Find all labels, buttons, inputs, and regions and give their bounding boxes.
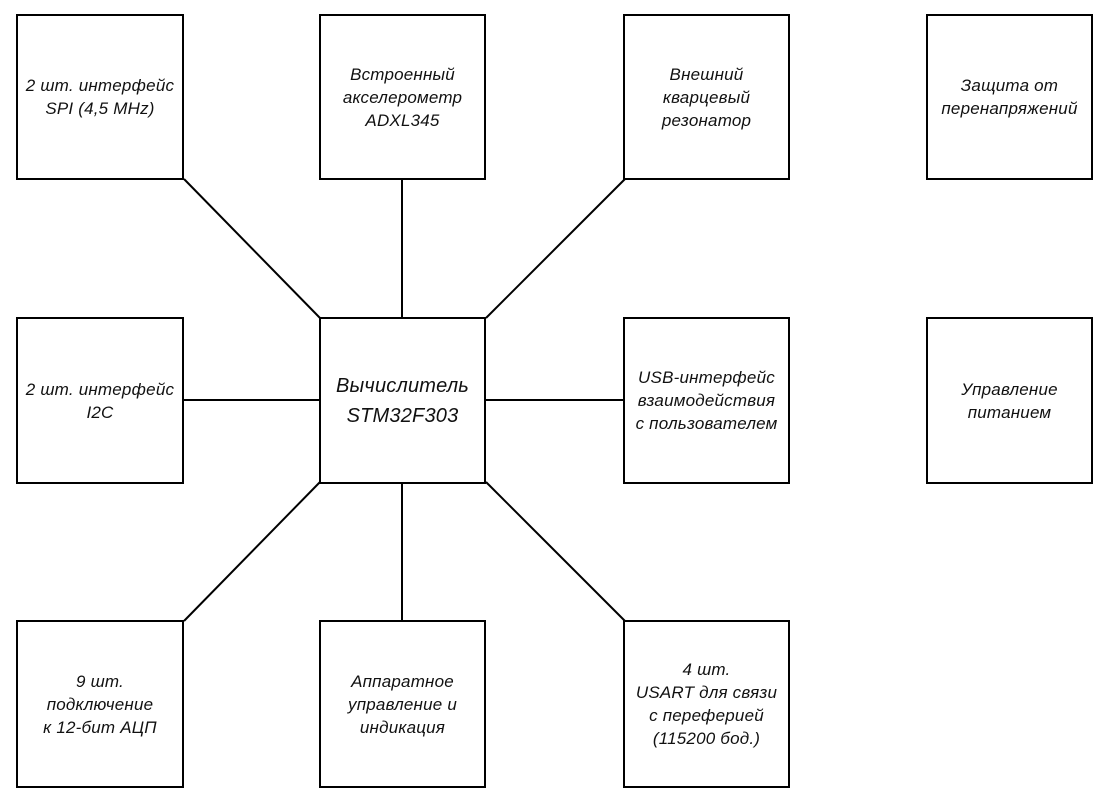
block-spi: 2 шт. интерфейс SPI (4,5 MHz) [16, 14, 184, 180]
link-spi [183, 178, 321, 319]
block-accelerometer-label: Встроенный акселерометр ADXL345 [342, 64, 463, 130]
link-crystal [485, 178, 626, 319]
block-overvoltage-label: Защита от перенапряжений [941, 76, 1078, 118]
block-crystal-label: Внешний кварцевый резонатор [661, 64, 752, 130]
block-hw-control: Аппаратное управление и индикация [319, 620, 486, 788]
block-mcu: Вычислитель STM32F303 [319, 317, 486, 484]
block-adc: 9 шт. подключение к 12-бит АЦП [16, 620, 184, 788]
block-mcu-label: Вычислитель STM32F303 [335, 374, 470, 427]
block-crystal: Внешний кварцевый резонатор [623, 14, 790, 180]
link-usart [485, 481, 626, 622]
block-adc-label: 9 шт. подключение к 12-бит АЦП [43, 671, 157, 737]
block-spi-label: 2 шт. интерфейс SPI (4,5 MHz) [25, 76, 175, 118]
block-usart-label: 4 шт. USART для связи с переферией (1152… [635, 660, 778, 748]
block-usb-label: USB-интерфейс взаимодействия с пользоват… [635, 368, 778, 433]
block-hw-control-label: Аппаратное управление и индикация [348, 671, 457, 737]
link-adc [183, 481, 321, 622]
block-usart: 4 шт. USART для связи с переферией (1152… [623, 620, 790, 788]
block-i2c-label: 2 шт. интерфейс I2C [25, 379, 175, 422]
block-i2c: 2 шт. интерфейс I2C [16, 317, 184, 484]
block-overvoltage: Защита от перенапряжений [926, 14, 1093, 180]
block-power-label: Управление питанием [961, 379, 1058, 422]
block-accelerometer: Встроенный акселерометр ADXL345 [319, 14, 486, 180]
block-usb: USB-интерфейс взаимодействия с пользоват… [623, 317, 790, 484]
block-power: Управление питанием [926, 317, 1093, 484]
